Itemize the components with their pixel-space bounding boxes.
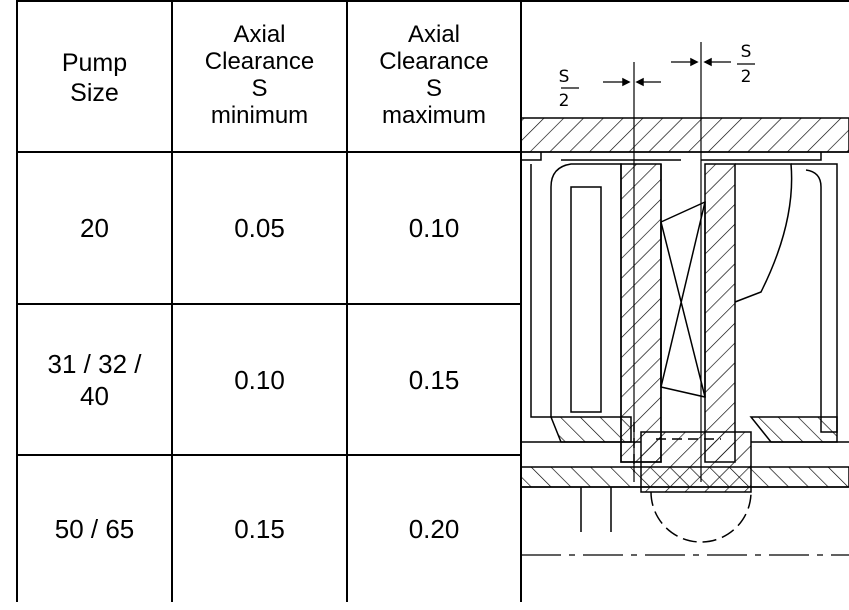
header-clearance-min: Axial Clearance S minimum (171, 0, 348, 153)
header-pump-size: Pump Size (16, 0, 173, 153)
cell-text: 31 / 32 / (47, 348, 142, 379)
cell-clearance-min: 0.15 (171, 454, 348, 602)
header-text: minimum (210, 101, 309, 129)
table-row: 50 / 65 0.15 0.20 (16, 454, 522, 602)
axial-clearance-table: Pump Size Axial Clearance S minimum Axia… (16, 0, 522, 602)
table-header-row: Pump Size Axial Clearance S minimum Axia… (16, 0, 522, 153)
header-text: Axial (233, 20, 286, 48)
right-dim-denominator: 2 (741, 67, 752, 87)
header-text: S (251, 74, 268, 102)
header-text: maximum (381, 101, 486, 129)
casing-top (520, 117, 849, 153)
header-text: S (425, 74, 442, 102)
cell-text: 20 (80, 213, 109, 243)
cell-pump-size: 50 / 65 (16, 454, 173, 602)
header-clearance-max: Axial Clearance S maximum (346, 0, 522, 153)
header-text: Clearance (379, 47, 489, 75)
right-dim-numerator: S (741, 42, 752, 62)
header-text: Axial (407, 20, 461, 48)
table-row: 31 / 32 / 40 0.10 0.15 (16, 303, 522, 456)
section-drawing-svg: S 2 S 2 (520, 42, 849, 556)
cell-clearance-max: 0.15 (346, 303, 522, 456)
left-dim-denominator: 2 (559, 91, 570, 111)
cell-pump-size: 20 (16, 151, 173, 305)
cell-clearance-max: 0.10 (346, 151, 522, 305)
cell-clearance-min: 0.10 (171, 303, 348, 456)
header-text: Pump (61, 48, 128, 77)
pump-section-drawing: S 2 S 2 (520, 0, 849, 603)
cell-clearance-min: 0.05 (171, 151, 348, 305)
header-text: Size (70, 78, 119, 107)
cell-clearance-max: 0.20 (346, 454, 522, 602)
cell-pump-size: 31 / 32 / 40 (16, 303, 173, 456)
cell-text: 40 (80, 380, 109, 411)
cell-text: 50 / 65 (54, 514, 135, 544)
left-dim-numerator: S (559, 67, 570, 87)
header-text: Clearance (204, 47, 315, 75)
table-row: 20 0.05 0.10 (16, 151, 522, 305)
